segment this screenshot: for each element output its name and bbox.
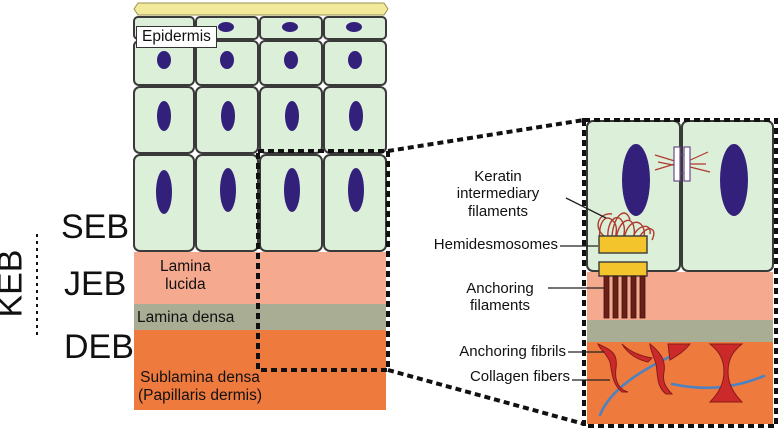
stratum-corneum-strip bbox=[133, 2, 389, 16]
collagen-fibers bbox=[598, 350, 766, 417]
zoom-region-box bbox=[256, 149, 390, 372]
lamina-lucida-label: Lamina lucida bbox=[160, 258, 211, 293]
anchoring-filaments-label: Anchoring filaments bbox=[466, 280, 534, 315]
anchoring-fibrils bbox=[597, 342, 744, 403]
epidermis-row-1-nuclei bbox=[218, 22, 362, 32]
seb-label: SEB bbox=[61, 208, 130, 246]
hemidesmosomes-label: Hemidesmosomes bbox=[433, 236, 558, 253]
basal-nuclei bbox=[156, 168, 364, 214]
detail-panel bbox=[582, 118, 778, 428]
desmosome bbox=[654, 146, 711, 182]
epidermis-row-3 bbox=[133, 86, 387, 154]
detail-nucleus-left bbox=[622, 144, 650, 216]
annotation-leaders bbox=[548, 197, 610, 381]
anchoring-filaments bbox=[603, 275, 646, 319]
detail-panel-border bbox=[582, 118, 778, 428]
detail-nucleus-right bbox=[720, 144, 748, 216]
epidermis-label: Epidermis bbox=[136, 26, 217, 48]
zoom-connector-bottom bbox=[387, 368, 585, 426]
keb-label: KEB bbox=[0, 249, 30, 318]
epidermis-row-1 bbox=[133, 16, 387, 40]
jeb-label: JEB bbox=[64, 265, 127, 303]
hemidesmosome-plaque bbox=[598, 235, 648, 254]
epidermis-row-3-nuclei bbox=[157, 101, 363, 131]
anchoring-fibrils-label: Anchoring fibrils bbox=[459, 343, 566, 360]
hemidesmosome-base bbox=[598, 261, 648, 277]
collagen-fibers-label: Collagen fibers bbox=[469, 368, 570, 385]
zoom-connector-top bbox=[387, 118, 585, 153]
lamina-densa-label: Lamina densa bbox=[137, 309, 235, 326]
detail-lamina-densa bbox=[587, 320, 773, 342]
keratin-filaments-label: Keratin intermediary filaments bbox=[456, 168, 540, 220]
deb-label: DEB bbox=[64, 328, 134, 366]
sublamina-densa-label: Sublamina densa (Papillaris dermis) bbox=[138, 369, 263, 404]
epidermis-row-2-nuclei bbox=[157, 51, 362, 69]
